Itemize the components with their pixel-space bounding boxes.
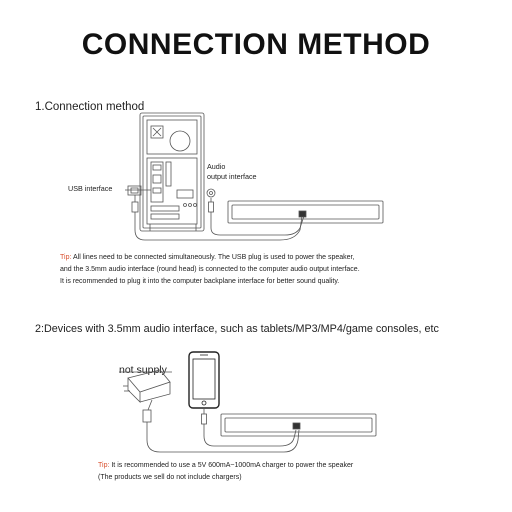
tip-1-line2: and the 3.5mm audio interface (round hea… [60, 266, 360, 273]
usb-interface-label: USB interface [68, 184, 113, 193]
computer-tower-illustration [139, 112, 205, 232]
tip-2: Tip: It is recommended to use a 5V 600mA… [98, 460, 353, 484]
audio-label-line1: Audio [207, 162, 226, 171]
speaker-bar-illustration [227, 200, 384, 224]
not-supply-label: not supply [119, 364, 167, 376]
usb-plug-illustration [125, 185, 303, 241]
tip-1-label: Tip: [60, 254, 72, 261]
tip-1-line1: All lines need to be connected simultane… [71, 254, 355, 261]
tip-1-line3: It is recommended to plug it into the co… [60, 278, 340, 285]
tip-2-line2: (The products we sell do not include cha… [98, 474, 242, 481]
page-title: CONNECTION METHOD [81, 28, 431, 61]
section-2-heading: 2:Devices with 3.5mm audio interface, su… [35, 323, 439, 335]
power-adapter-illustration [123, 369, 300, 453]
section-1-heading: 1.Connection method [35, 101, 145, 113]
tip-2-line1: It is recommended to use a 5V 600mA~1000… [109, 462, 354, 469]
tip-1: Tip: All lines need to be connected simu… [60, 252, 360, 288]
speaker-bar-2-illustration [220, 413, 377, 437]
audio-label-line2: output interface [207, 172, 257, 181]
phone-illustration [188, 351, 297, 447]
audio-plug-illustration [206, 188, 305, 236]
tip-2-label: Tip: [98, 462, 110, 469]
